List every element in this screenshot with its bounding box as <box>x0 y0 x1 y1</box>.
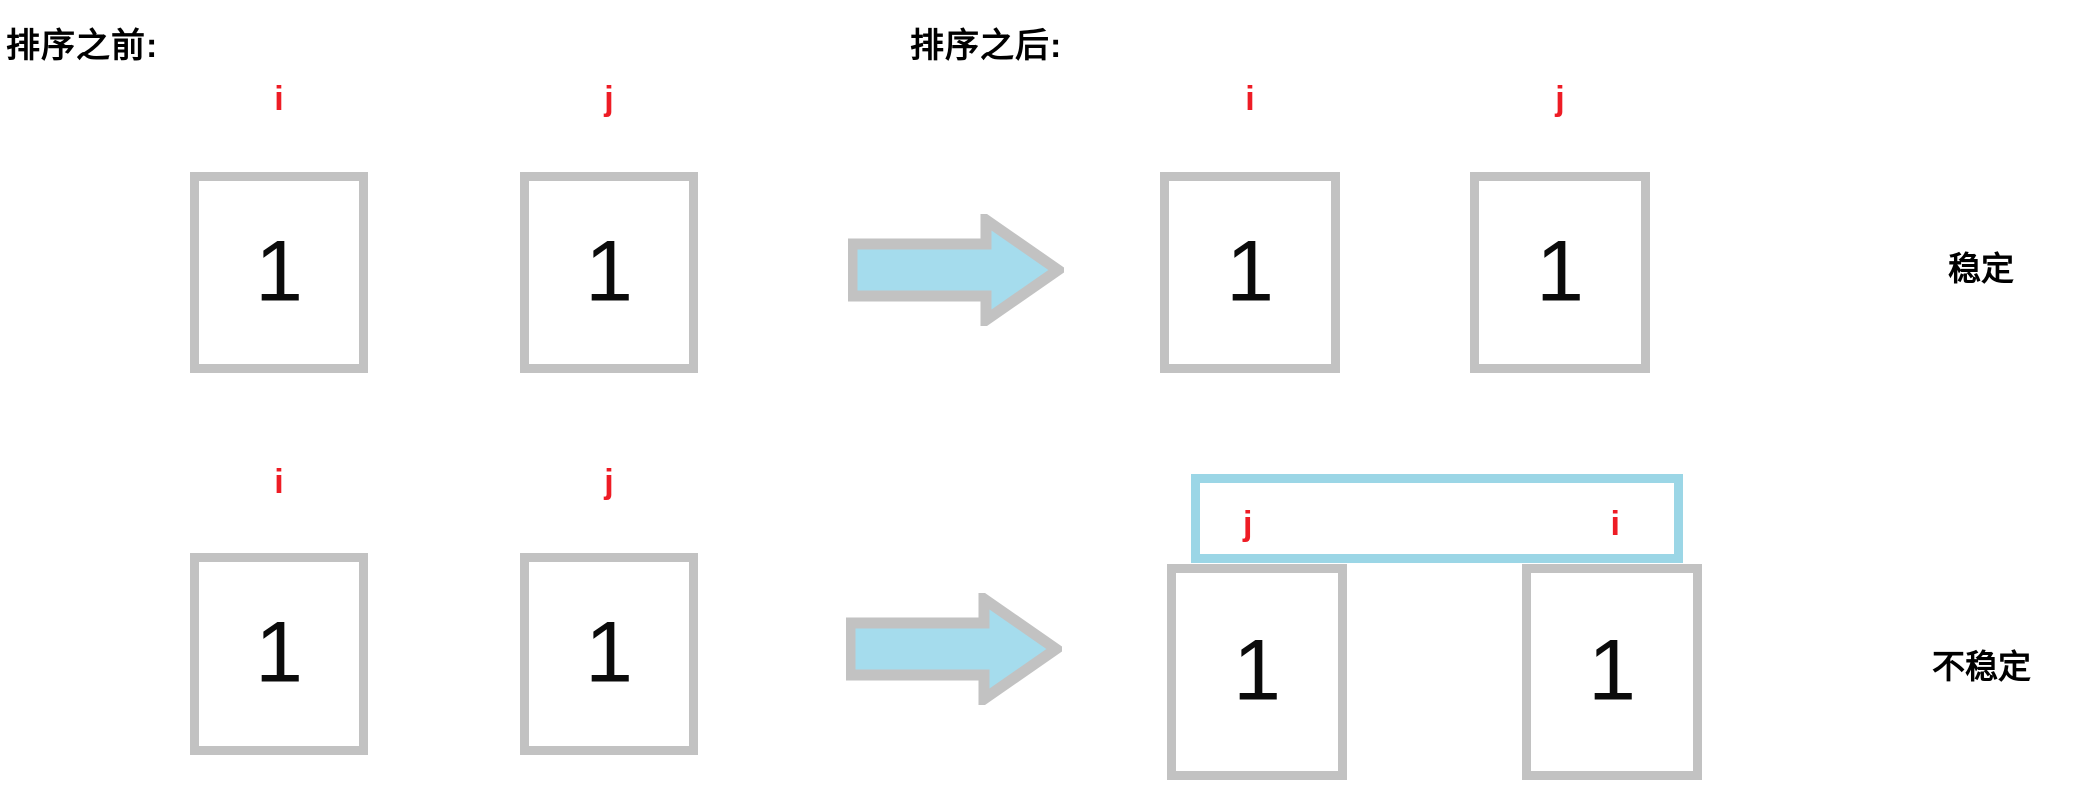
row1-verdict-label: 稳定 <box>1948 250 2014 287</box>
row1-after-cell2: 1 <box>1470 172 1650 373</box>
row2-after-cell1-value: 1 <box>1233 622 1281 719</box>
row2-before-cell1-value: 1 <box>255 604 303 701</box>
row2-swap-highlight-box: j i <box>1191 474 1683 563</box>
row2-before-cell2: 1 <box>520 553 698 755</box>
row2-after-cell1: 1 <box>1167 564 1347 780</box>
row1-before-cell2-value: 1 <box>585 222 633 319</box>
row2-swap-left-index-label: j <box>1243 505 1253 543</box>
row1-after-cell1-value: 1 <box>1226 222 1274 319</box>
row2-after-cell2-value: 1 <box>1588 622 1636 719</box>
row1-after-cell2-value: 1 <box>1536 222 1584 319</box>
heading-after-sort: 排序之后: <box>910 27 1063 65</box>
row1-after-cell1: 1 <box>1160 172 1340 373</box>
row2-swap-right-index-label: i <box>1610 505 1620 543</box>
row1-before-cell2-index-label: j <box>604 80 614 118</box>
row1-before-cell1-value: 1 <box>255 222 303 319</box>
row1-before-cell2: 1 <box>520 172 698 373</box>
row2-before-cell1-index-label: i <box>274 463 284 501</box>
row2-before-cell2-value: 1 <box>585 604 633 701</box>
row2-transform-arrow <box>846 593 1062 705</box>
row2-verdict-label: 不稳定 <box>1932 648 2031 685</box>
row1-before-cell1-index-label: i <box>274 80 284 118</box>
row2-before-cell2-index-label: j <box>604 463 614 501</box>
row2-after-cell2: 1 <box>1522 564 1702 780</box>
row1-before-cell1: 1 <box>190 172 368 373</box>
row1-after-cell2-index-label: j <box>1555 80 1565 118</box>
heading-before-sort: 排序之前: <box>6 27 159 65</box>
row1-after-cell1-index-label: i <box>1245 80 1255 118</box>
row2-before-cell1: 1 <box>190 553 368 755</box>
row1-transform-arrow <box>848 214 1064 326</box>
